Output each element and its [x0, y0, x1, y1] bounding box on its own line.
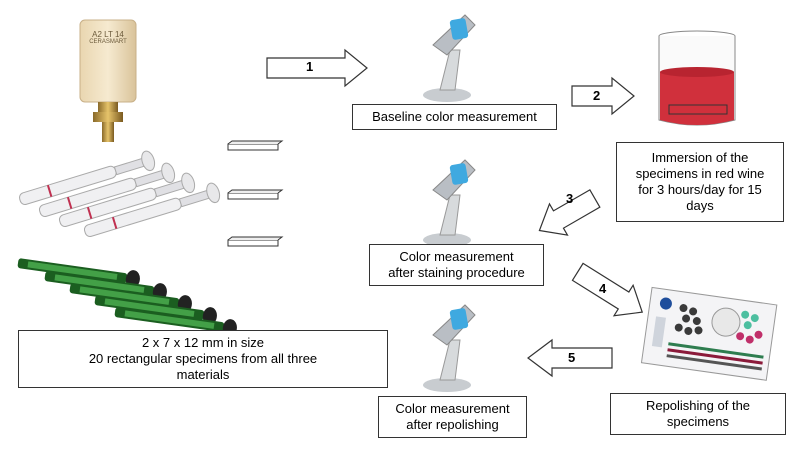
arrow-1-label: 1: [306, 59, 314, 74]
arrow-5: [527, 338, 613, 378]
spectrophotometer-icon: [423, 159, 476, 247]
immersion-box: Immersion of the specimens in red wine f…: [616, 142, 784, 222]
repolishing-line: specimens: [666, 414, 730, 429]
spectrophotometer-icon: [423, 304, 476, 392]
after-repolish-line: after repolishing: [406, 417, 499, 432]
spectrophotometer-icon: [423, 14, 476, 102]
block-label-line: CERASMART: [89, 39, 127, 45]
staining-box: Color measurement after staining procedu…: [369, 244, 544, 286]
baseline-box: Baseline color measurement: [352, 104, 557, 130]
arrow-4-label: 4: [599, 281, 607, 296]
block-label-line: A2 LT 14: [92, 30, 124, 39]
specimens-line: 2 x 7 x 12 mm in size: [141, 335, 265, 350]
immersion-line: specimens in red wine: [635, 166, 765, 181]
after-repolish-box: Color measurement after repolishing: [378, 396, 527, 438]
staining-line: Color measurement: [399, 249, 514, 264]
specimens-box: 2 x 7 x 12 mm in size 20 rectangular spe…: [18, 330, 388, 388]
specimen-bar: [227, 140, 284, 247]
white-syringe: [18, 150, 221, 237]
arrow-3: [538, 189, 601, 236]
arrow-3-label: 3: [566, 191, 574, 206]
specimens-line: 20 rectangular specimens from all three: [88, 351, 318, 366]
specimens-line: materials: [176, 367, 230, 382]
polishing-kit-image: [640, 286, 778, 381]
wine-beaker-icon: [658, 30, 736, 126]
after-repolish-line: Color measurement: [395, 401, 510, 416]
arrow-2-label: 2: [593, 88, 601, 103]
immersion-line: Immersion of the: [651, 150, 749, 165]
immersion-line: for 3 hours/day for 15: [638, 182, 762, 197]
arrow-2: [571, 76, 635, 116]
arrow-1: [266, 48, 368, 88]
baseline-line: Baseline color measurement: [372, 109, 537, 124]
green-syringe: [17, 258, 237, 338]
block-label: A2 LT 14 CERASMART: [84, 30, 132, 45]
repolishing-line: Repolishing of the: [645, 398, 751, 413]
arrow-4: [571, 262, 644, 317]
staining-line: after staining procedure: [388, 265, 525, 280]
repolishing-box: Repolishing of the specimens: [610, 393, 786, 435]
arrow-5-label: 5: [568, 350, 576, 365]
immersion-line: days: [686, 198, 714, 213]
